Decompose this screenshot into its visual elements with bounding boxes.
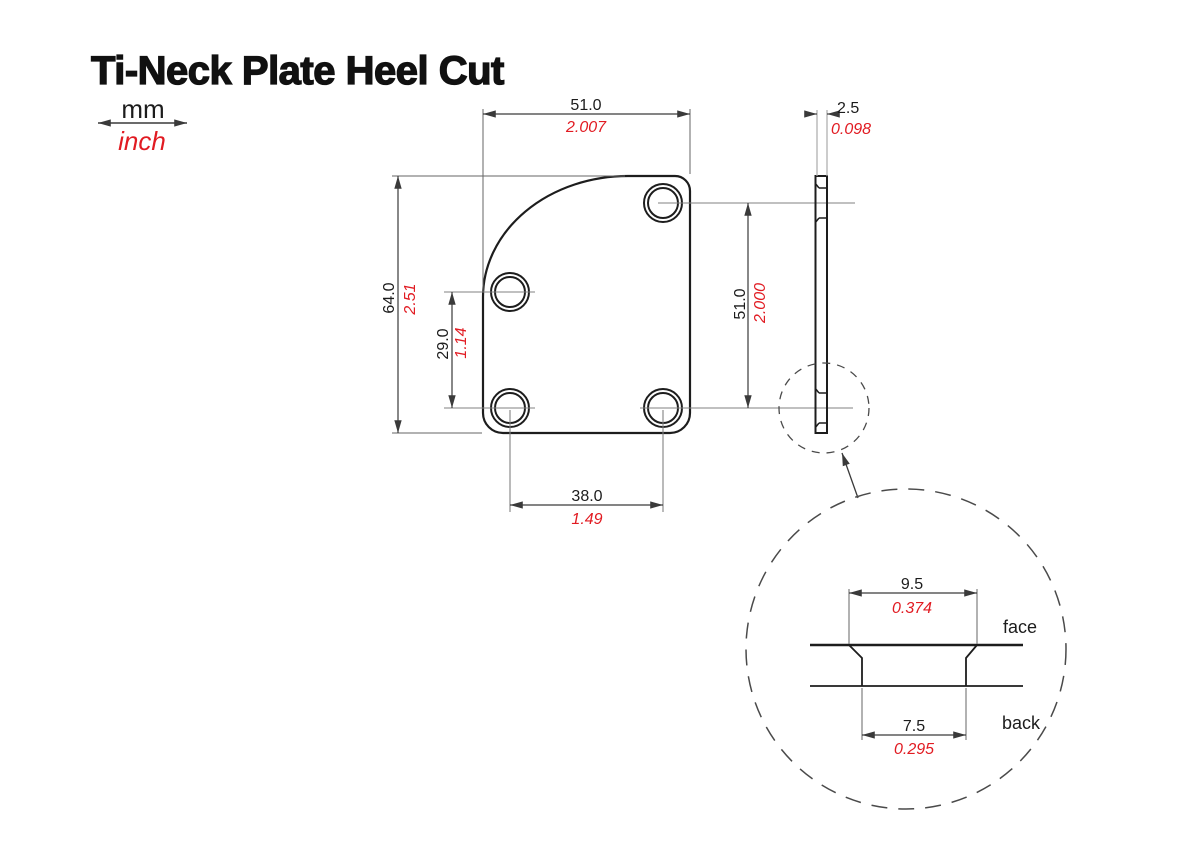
back-label: back (1002, 713, 1041, 733)
dim-plate-height-mm: 64.0 (381, 282, 398, 313)
dim-thickness: 2.5 0.098 (804, 100, 871, 176)
dim-hole-offset: 29.0 1.14 (435, 292, 470, 408)
dim-plate-height: 64.0 2.51 (381, 175, 625, 434)
dim-countersink-back: 7.5 0.295 (861, 688, 967, 758)
face-label: face (1003, 617, 1037, 637)
dim-hole-span-side-mm: 51.0 (732, 288, 749, 319)
dim-plate-height-inch: 2.51 (402, 283, 419, 315)
screw-holes (490, 183, 683, 428)
detail-view: 9.5 0.374 7.5 0.295 face back (810, 576, 1041, 758)
dim-countersink-face-inch: 0.374 (892, 600, 932, 617)
dim-hole-offset-inch: 1.14 (453, 327, 470, 358)
dim-hole-span-bottom: 38.0 1.49 (510, 488, 663, 528)
side-view (814, 175, 828, 434)
units-legend: mm inch (98, 94, 187, 156)
legend-inch-label: inch (118, 126, 166, 156)
countersink-profile-right (965, 644, 978, 686)
dim-countersink-back-inch: 0.295 (894, 741, 934, 758)
dim-plate-width-inch: 2.007 (565, 119, 607, 136)
side-profile-outline (814, 175, 828, 434)
front-view (481, 174, 692, 435)
dim-hole-span-bottom-inch: 1.49 (571, 511, 602, 528)
detail-view-circle (745, 488, 1067, 810)
detail-callout (745, 362, 1067, 810)
dim-countersink-face-mm: 9.5 (901, 576, 923, 593)
detail-source-circle (778, 362, 870, 454)
dim-countersink-back-mm: 7.5 (903, 718, 925, 735)
dim-hole-offset-mm: 29.0 (435, 328, 452, 359)
dim-thickness-inch: 0.098 (831, 121, 871, 138)
detail-leader-arrow (841, 452, 859, 499)
centerlines (444, 202, 855, 512)
legend-mm-label: mm (121, 94, 164, 124)
countersink-profile-left (848, 644, 863, 686)
page-title: Ti-Neck Plate Heel Cut (91, 49, 504, 93)
dim-hole-span-bottom-mm: 38.0 (571, 488, 602, 505)
dim-plate-width: 51.0 2.007 (482, 97, 691, 292)
side-countersink-marks (815, 183, 827, 428)
dim-countersink-face: 9.5 0.374 (848, 576, 978, 644)
plate-outline (481, 174, 692, 435)
dim-hole-span-side-inch: 2.000 (752, 283, 769, 324)
dim-hole-span-side: 51.0 2.000 (732, 203, 769, 408)
dim-plate-width-mm: 51.0 (570, 97, 601, 114)
dim-thickness-mm: 2.5 (837, 100, 859, 117)
